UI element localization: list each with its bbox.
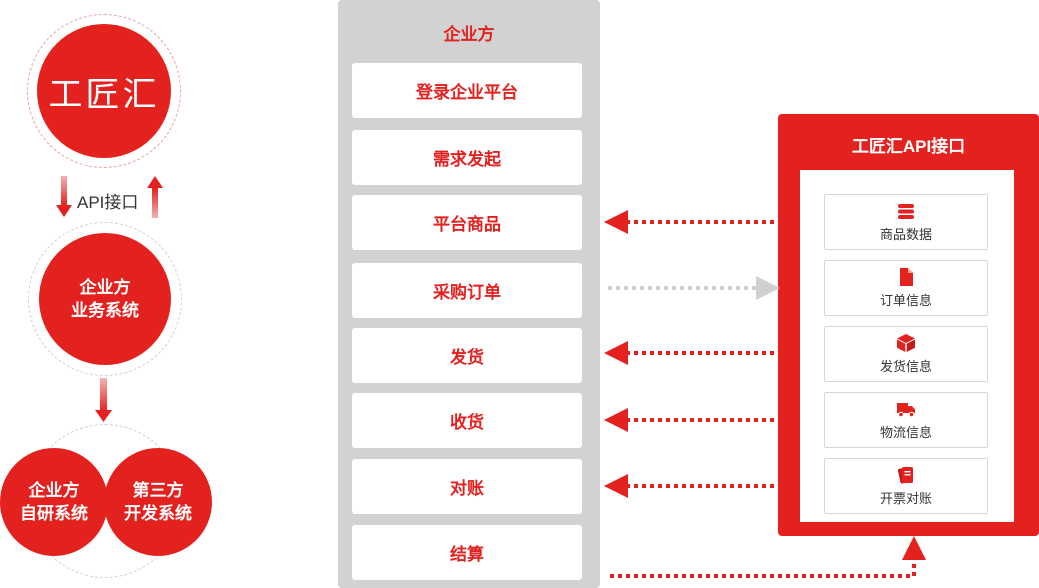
invoice-icon (897, 467, 913, 484)
logo-dashed-ring (27, 14, 181, 168)
third-party-dev-label: 第三方 开发系统 (124, 481, 192, 523)
enterprise-business-system-label: 企业方 业务系统 (71, 278, 139, 320)
box-icon (897, 334, 915, 352)
truck-icon (897, 403, 915, 418)
enterprise-self-dev-label: 企业方 自研系统 (20, 481, 88, 523)
step-demand-initiate: 需求发起 (352, 130, 582, 185)
arrow-to-platform-goods (604, 210, 774, 234)
card-invoice-reconcile: 开票对账 (824, 458, 988, 514)
business-system-ring (28, 222, 182, 376)
step-platform-goods: 平台商品 (352, 195, 582, 250)
api-label: API接口 (77, 193, 139, 212)
down-arrow-icon (56, 176, 72, 217)
enterprise-panel-title: 企业方 (443, 25, 495, 44)
step-receiving: 收货 (352, 393, 582, 448)
down-arrow-icon (95, 378, 112, 422)
arrow-to-receiving (604, 408, 774, 432)
step-reconciliation: 对账 (352, 459, 582, 514)
step-shipping: 发货 (352, 328, 582, 383)
step-login-platform: 登录企业平台 (352, 63, 582, 118)
logo-disc: 工匠汇 (37, 24, 171, 158)
card-logistics-info: 物流信息 (824, 392, 988, 448)
arrow-settlement-to-api (610, 536, 926, 578)
arrow-purchase-order-gray (608, 276, 780, 300)
step-purchase-order: 采购订单 (352, 263, 582, 318)
stack-icon (898, 204, 914, 219)
logo-text: 工匠汇 (48, 75, 160, 114)
enterprise-self-dev-disc: 企业方 自研系统 (0, 448, 108, 556)
step-settlement: 结算 (352, 525, 582, 580)
card-shipping-info: 发货信息 (824, 326, 988, 382)
api-interface-title: 工匠汇API接口 (851, 137, 966, 156)
up-arrow-icon (147, 176, 163, 218)
card-product-data: 商品数据 (824, 194, 988, 250)
card-order-info: 订单信息 (824, 260, 988, 316)
arrow-to-reconciliation (604, 474, 774, 498)
third-party-dev-disc: 第三方 开发系统 (104, 448, 212, 556)
document-icon (900, 268, 913, 286)
enterprise-business-system-disc: 企业方 业务系统 (39, 233, 171, 365)
arrow-to-shipping (604, 341, 774, 365)
